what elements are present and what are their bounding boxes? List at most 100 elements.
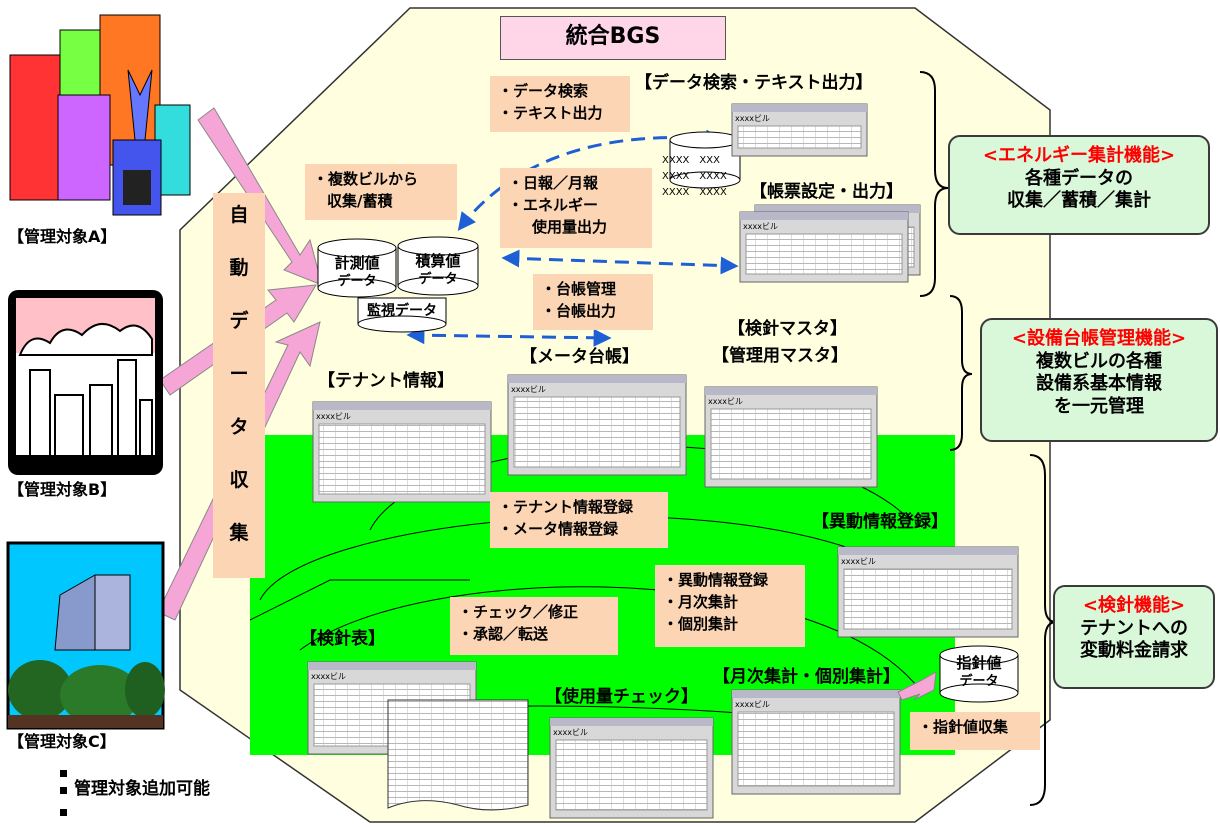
screen-meter-title: 【メータ台帳】 (520, 347, 639, 367)
screen-ido-title: 【異動情報登録】 (812, 512, 948, 532)
xxxx-db-label: XXXX XXX XXXX XXXX XXXX XXXX (662, 153, 727, 201)
auto-char: 集 (229, 522, 249, 544)
building-a-icon (9, 14, 191, 216)
building-b-icon (8, 290, 163, 475)
action-report: ・日報／月報 ・エネルギー 使用量出力 (500, 168, 652, 248)
action-check: ・チェック／修正 ・承認／転送 (450, 597, 618, 655)
screen-usage-title: 【使用量チェック】 (545, 687, 698, 707)
action-line: ・チェック／修正 (458, 603, 579, 621)
add-note: 管理対象追加可能 (74, 779, 210, 799)
action-line: ・日報／月報 (508, 174, 599, 192)
func-kenshin: <検針機能> テナントへの 変動料金請求 (1053, 585, 1215, 689)
db-label-line: データ (959, 673, 999, 689)
action-ledger: ・台帳管理 ・台帳出力 (533, 274, 653, 330)
action-line: ・複数ビルから (313, 170, 419, 188)
action-line: ・月次集計 (663, 592, 739, 611)
action-line: ・データ検索 (498, 82, 589, 100)
auto-char: デ (229, 310, 249, 332)
monthly-screen-thumb: xxxxビル (731, 689, 901, 795)
func-body: 各種データの 収集／蓄積／集計 (1007, 167, 1151, 212)
usage-screen-thumb: xxxxビル (549, 717, 714, 819)
xxxx-database-icon (669, 131, 741, 189)
action-line: ・承認／転送 (458, 624, 549, 643)
func-title: <エネルギー集計機能> (982, 145, 1176, 166)
meter-screen-thumb: xxxxビル (507, 374, 687, 476)
screen-chohyo-title: 【帳票設定・出力】 (750, 182, 903, 202)
shishin-arrow (897, 671, 937, 701)
db-label-line: データ (418, 271, 458, 287)
screen-monthly-title: 【月次集計・個別集計】 (713, 667, 900, 687)
action-line: ・メータ情報登録 (498, 519, 619, 538)
note-bullets (60, 770, 67, 816)
sekisan-db-label: 積算値 データ (398, 252, 478, 288)
action-line: ・テナント情報登録 (498, 498, 634, 516)
search-screen-thumb: xxxxビル (731, 103, 868, 157)
action-line: ・台帳出力 (541, 301, 617, 320)
auto-char: ー (229, 363, 249, 385)
func-body: 複数ビルの各種 設備系基本情報 を一元管理 (1036, 350, 1162, 417)
shishin-db-icon (939, 645, 1019, 703)
action-line: ・台帳管理 (541, 280, 617, 298)
xxxx-line: XXXX XXXX (662, 187, 727, 198)
xxxx-line: XXXX XXX (662, 155, 720, 166)
xxxx-line: XXXX XXXX (662, 171, 727, 182)
target-c-label: 【管理対象C】 (8, 732, 116, 751)
func-title: <検針機能> (1082, 595, 1186, 616)
func-body: テナントへの 変動料金請求 (1080, 617, 1188, 662)
action-line: ・エネルギー (508, 195, 599, 214)
title-box (500, 16, 726, 60)
db-label-line: 計測値 (334, 254, 380, 272)
screen-kenshin-master-title: 【検針マスタ】 (728, 319, 847, 339)
auto-collect-box (213, 193, 265, 578)
report-sheet-thumb (387, 699, 529, 811)
action-line: ・指針値収集 (918, 718, 1009, 736)
building-c-icon (6, 541, 165, 730)
db-label-line: データ (337, 273, 377, 289)
chohyo-screen-thumb: xxxxビル (739, 211, 909, 283)
action-line: ・異動情報登録 (663, 571, 769, 589)
action-shishin: ・指針値収集 (910, 712, 1040, 750)
auto-char: 自 (229, 204, 249, 226)
window-caption: xxxxビル (316, 412, 351, 421)
kanshi-db-label: 監視データ (367, 303, 437, 319)
auto-collect-text: 自 動 デ ー タ 収 集 (213, 204, 265, 576)
action-multi: ・複数ビルから 収集/蓄積 (305, 164, 457, 220)
func-energy: <エネルギー集計機能> 各種データの 収集／蓄積／集計 (948, 135, 1210, 235)
keisoku-db-label: 計測値 データ (318, 254, 396, 290)
window-caption: xxxxビル (735, 114, 770, 123)
keisoku-db-icon (317, 238, 397, 298)
tenant-screen-thumb: xxxxビル (312, 401, 492, 503)
screen-kenshinhyo-title: 【検針表】 (300, 629, 385, 649)
auto-char: 動 (229, 257, 249, 279)
shishin-db-label: 指針値 データ (940, 654, 1018, 690)
window-caption: xxxxビル (311, 672, 346, 681)
func-title: <設備台帳管理機能> (1011, 328, 1187, 349)
kanshi-db-icon (357, 297, 447, 333)
action-ido: ・異動情報登録 ・月次集計 ・個別集計 (655, 565, 805, 647)
screen-kanri-master-title: 【管理用マスタ】 (712, 346, 848, 366)
screen-search-title: 【データ検索・テキスト出力】 (635, 73, 873, 93)
action-line: 収集/蓄積 (327, 191, 393, 210)
window-caption: xxxxビル (511, 385, 546, 394)
screen-tenant-title: 【テナント情報】 (318, 371, 454, 391)
action-search: ・データ検索 ・テキスト出力 (490, 76, 630, 132)
action-line: ・個別集計 (663, 614, 739, 633)
target-b-label: 【管理対象B】 (8, 480, 117, 499)
ido-screen-thumb: xxxxビル (837, 546, 1019, 638)
page-title: 統合BGS (565, 24, 661, 49)
target-a-label: 【管理対象A】 (8, 227, 117, 246)
window-caption: xxxxビル (553, 728, 588, 737)
auto-char: タ (229, 416, 249, 438)
db-label-line: 積算値 (415, 252, 461, 270)
action-tenant-reg: ・テナント情報登録 ・メータ情報登録 (490, 492, 668, 548)
auto-char: 収 (229, 469, 249, 491)
sekisan-db-icon (397, 236, 479, 296)
action-line: ・テキスト出力 (498, 103, 603, 122)
window-caption: xxxxビル (735, 700, 770, 709)
master-screen-thumb: xxxxビル (704, 386, 878, 488)
action-line: 使用量出力 (532, 217, 608, 236)
func-ledger: <設備台帳管理機能> 複数ビルの各種 設備系基本情報 を一元管理 (980, 318, 1218, 442)
screen-thumbnails: xxxxビル xxxxビル xxxxビル xxxxビル xxxxビル xxxxビル xxxx… (307, 103, 1019, 819)
window-caption: xxxxビル (841, 557, 876, 566)
